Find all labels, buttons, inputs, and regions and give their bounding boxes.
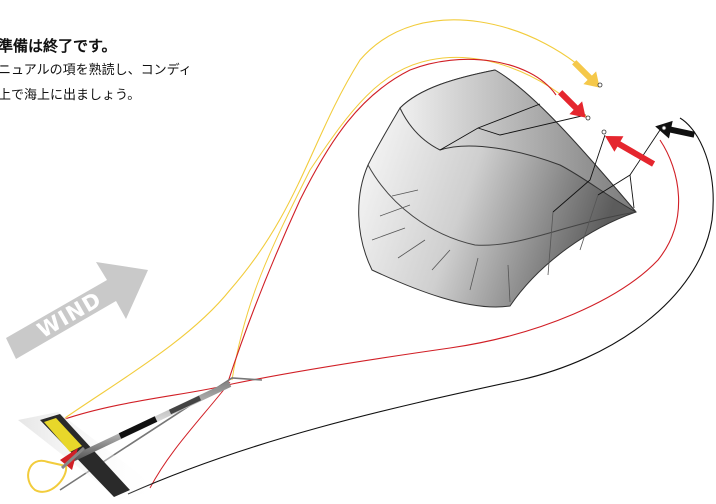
kite-bridle	[439, 103, 661, 213]
flying-lines	[59, 19, 714, 495]
caption-line-1: ニュアルの項を熟読し、コンディ	[0, 63, 192, 78]
kite-leading-edge	[367, 164, 637, 246]
instruction-caption: 準備は終了です。 ニュアルの項を熟読し、コンディ 上で海上に出ましょう。	[0, 34, 298, 108]
connection-arrow-icon	[605, 136, 656, 167]
line-end-knots	[585, 82, 667, 135]
back-line-black	[127, 117, 714, 495]
connection-arrow-icon	[558, 90, 586, 118]
quick-release	[60, 448, 78, 470]
steering-line-yellow-2	[231, 57, 589, 381]
caption-line-2: 上で海上に出ましょう。	[0, 88, 141, 103]
chicken-loop	[27, 459, 68, 493]
connection-arrow-icon	[655, 120, 695, 139]
control-bar	[18, 381, 232, 500]
front-line-red-3	[149, 381, 231, 489]
control-bar-yellow-tape	[44, 418, 82, 452]
leader-line	[59, 377, 263, 491]
front-line-red	[61, 139, 680, 421]
kite-struts	[371, 189, 599, 303]
steering-line-yellow	[64, 19, 601, 419]
wind-indicator: WIND	[6, 262, 148, 359]
caption-title: 準備は終了です。	[0, 37, 117, 55]
kite-canopy	[358, 69, 661, 308]
wind-arrow-icon	[6, 262, 148, 359]
connection-arrows	[558, 60, 695, 167]
wind-label: WIND	[33, 287, 106, 343]
connection-arrow-icon	[572, 60, 600, 88]
front-line-red-2	[227, 58, 557, 383]
